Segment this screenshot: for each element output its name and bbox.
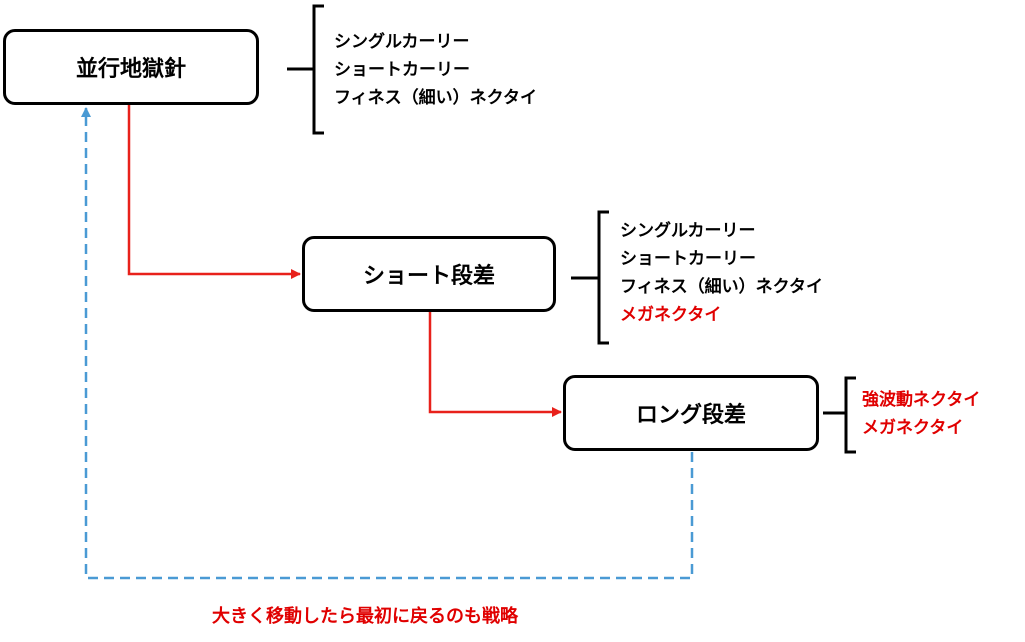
flow-arrow-1-to-2 [127, 105, 301, 279]
node-long-step: ロング段差 [563, 375, 819, 451]
option-item: ショートカーリー [620, 249, 756, 269]
node-parallel-jigoku-bari: 並行地獄針 [3, 29, 259, 105]
return-note: 大きく移動したら最初に戻るのも戦略 [212, 606, 518, 627]
bracket-2 [571, 210, 609, 345]
option-item-highlight: 強波動ネクタイ [862, 390, 981, 410]
return-arrow [81, 107, 694, 580]
options-list-1: シングルカーリー ショートカーリー フィネス（細い）ネクタイ [334, 28, 537, 112]
bracket-3 [823, 376, 856, 454]
node-label: 並行地獄針 [75, 57, 186, 82]
node-label: ロング段差 [635, 403, 746, 428]
options-list-3: 強波動ネクタイ メガネクタイ [862, 386, 980, 442]
option-item: シングルカーリー [620, 221, 756, 241]
option-item: シングルカーリー [334, 32, 470, 52]
flow-arrow-2-to-3 [428, 312, 562, 417]
option-item-highlight: メガネクタイ [620, 305, 722, 325]
node-short-step: ショート段差 [302, 236, 556, 312]
node-label: ショート段差 [362, 264, 495, 289]
option-item: ショートカーリー [334, 60, 470, 80]
options-list-2: シングルカーリー ショートカーリー フィネス（細い）ネクタイ メガネクタイ [620, 217, 823, 329]
option-item: フィネス（細い）ネクタイ [620, 277, 823, 297]
option-item-highlight: メガネクタイ [862, 418, 964, 438]
bracket-1 [287, 4, 324, 135]
option-item: フィネス（細い）ネクタイ [334, 88, 537, 108]
